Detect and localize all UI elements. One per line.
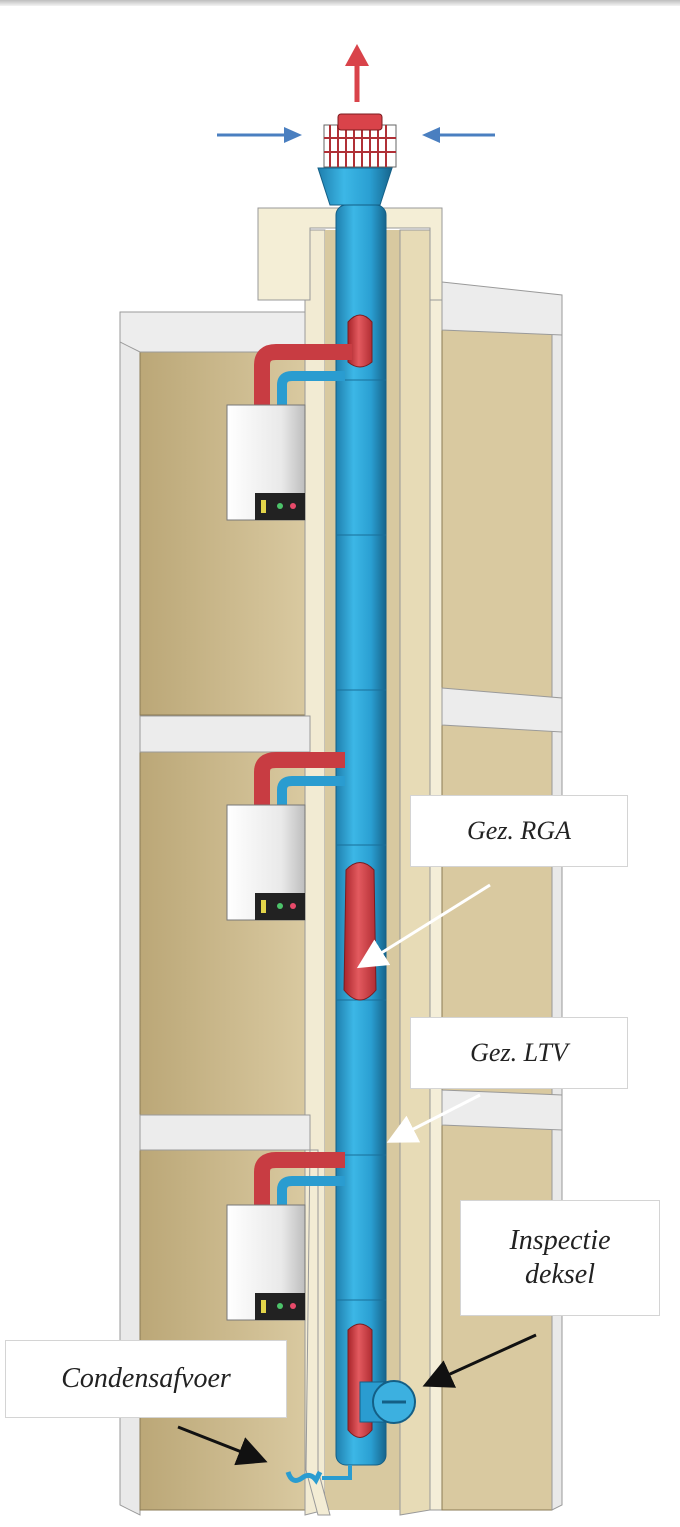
label-condensafvoer-text: Condensafvoer: [61, 1363, 231, 1395]
air-intake-arrow-icon: [217, 127, 495, 143]
top-edge-shadow: [0, 0, 680, 6]
label-gez-ltv-text: Gez. LTV: [470, 1038, 568, 1068]
boiler-floor-2: [226, 752, 345, 921]
concentric-flue-pipe: [335, 204, 387, 1466]
boiler-floor-3: [226, 1152, 345, 1321]
label-condensafvoer: Condensafvoer: [5, 1340, 287, 1418]
label-gez-rga-text: Gez. RGA: [467, 816, 571, 846]
label-gez-ltv: Gez. LTV: [410, 1017, 628, 1089]
label-inspectie-deksel: Inspectie deksel: [460, 1200, 660, 1316]
callout-arrows: [177, 883, 537, 1466]
roof-terminal: [317, 113, 397, 206]
label-inspectie-line1: Inspectie: [509, 1225, 611, 1257]
condensate-trap-icon: [285, 1465, 352, 1485]
boiler-floor-1: [226, 344, 352, 521]
label-inspectie-line2: deksel: [525, 1259, 595, 1290]
flue-outlet-arrow-icon: [345, 44, 369, 102]
inspection-cap-icon: [359, 1380, 416, 1424]
label-gez-rga: Gez. RGA: [410, 795, 628, 867]
